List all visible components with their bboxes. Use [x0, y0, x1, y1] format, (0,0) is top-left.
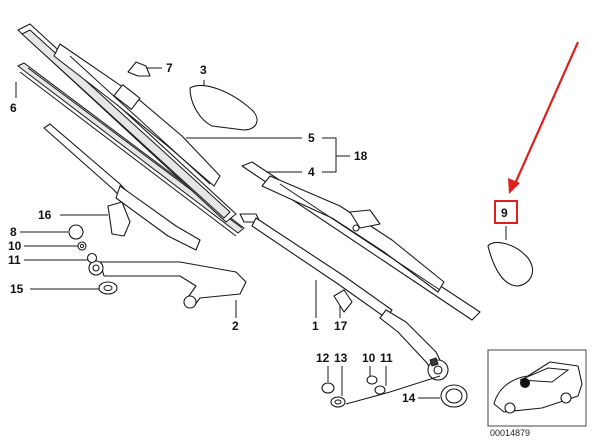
cap-part-16: [107, 201, 131, 237]
washer-part-10-right: [366, 375, 378, 385]
cap-part-9: [487, 241, 533, 287]
callout-6: 6: [10, 101, 17, 115]
callout-4: 4: [308, 165, 315, 179]
wiper-arm-part-2: [43, 123, 247, 309]
washer-part-15: [98, 281, 118, 295]
wiper-arm-part-1: [239, 213, 449, 381]
leader-lines: [15, 67, 507, 405]
wiper-blade-part-5: [17, 23, 237, 223]
callout-12: 12: [316, 351, 330, 365]
cap-part-8: [68, 224, 84, 240]
callout-7: 7: [166, 61, 173, 75]
callout-15: 15: [10, 282, 24, 296]
cap-part-3: [189, 84, 258, 131]
callout-9: 9: [501, 206, 508, 220]
inset-car-location: 00014879: [487, 349, 587, 438]
washer-part-13: [330, 396, 346, 408]
callout-11-right: 11: [380, 351, 393, 365]
clip-part-17: [333, 289, 353, 313]
callout-5: 5: [308, 131, 315, 145]
callout-18: 18: [354, 149, 368, 163]
inset-doc-number: 00014879: [490, 428, 530, 438]
location-dot-icon: [520, 378, 530, 388]
callout-13: 13: [334, 351, 348, 365]
callout-10-right: 10: [362, 351, 376, 365]
red-arrow-icon: [512, 41, 580, 187]
wiper-blade-part-4: [241, 161, 481, 321]
clip-part-7: [127, 61, 151, 77]
callout-1: 1: [312, 319, 319, 333]
callout-3: 3: [200, 63, 207, 77]
callout-17: 17: [334, 319, 348, 333]
callout-10-left: 10: [8, 239, 22, 253]
nut-part-11-left: [86, 252, 98, 264]
red-arrow-head-icon: [508, 178, 520, 194]
highlight-annotation: [494, 41, 580, 224]
callout-labels: 7 3 6 5 4 18 16 8 10 11 15 2 1 17 12 13 …: [8, 61, 508, 405]
highlight-box: [494, 200, 518, 224]
nut-part-11-right: [374, 385, 386, 395]
washer-part-10-left: [77, 241, 87, 251]
seal-ring-part-14: [440, 384, 468, 408]
nut-part-12: [321, 382, 335, 394]
callout-16: 16: [38, 208, 52, 222]
callout-2: 2: [232, 319, 239, 333]
callout-14: 14: [402, 391, 416, 405]
callout-8: 8: [10, 225, 17, 239]
callout-11-left: 11: [8, 253, 21, 267]
